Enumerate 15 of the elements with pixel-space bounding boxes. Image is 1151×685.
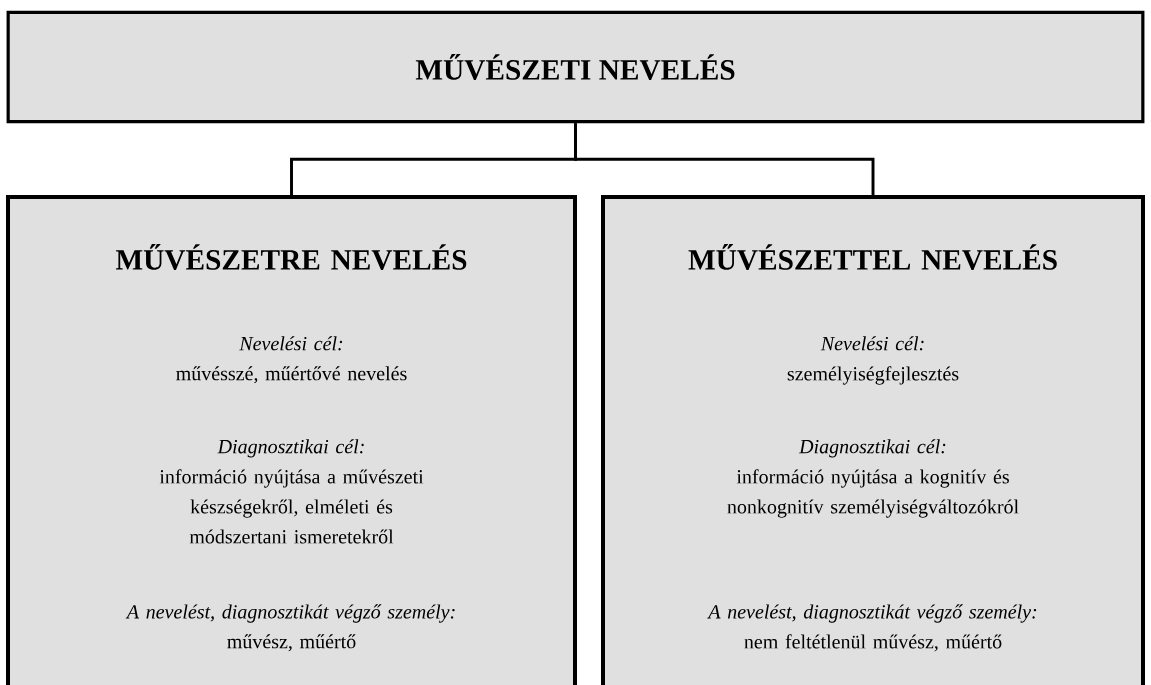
field-label: Nevelési cél: xyxy=(239,336,343,351)
field-label: Nevelési cél: xyxy=(820,336,924,351)
field-label: Diagnosztikai cél: xyxy=(217,439,364,458)
field-value: személyiségfejlesztés xyxy=(787,366,959,385)
field-value: nem feltétlenül művész, műértő xyxy=(744,634,1002,652)
field-label: A nevelést, diagnosztikát végző személy: xyxy=(125,604,455,623)
field-value: információ nyújtása a kognitív és nonkognitív személyiségváltozókról xyxy=(727,469,1019,518)
title-box: MŰVÉSZETI NEVELÉS xyxy=(6,10,1145,124)
field-label: Diagnosztikai cél: xyxy=(798,439,946,458)
field-value: információ nyújtása a művészeti készségekről, elméleti és módszertani ismeretekről xyxy=(159,469,424,544)
panel-heading: MŰVÉSZETTEL NEVELÉS xyxy=(688,244,1057,270)
field-value: művésszé, műértővé nevelés xyxy=(176,366,407,384)
field-value: művész, műértő xyxy=(227,634,356,652)
panel-heading: MŰVÉSZETRE NEVELÉS xyxy=(115,244,467,270)
field-label: A nevelést, diagnosztikát végző személy: xyxy=(707,604,1037,623)
